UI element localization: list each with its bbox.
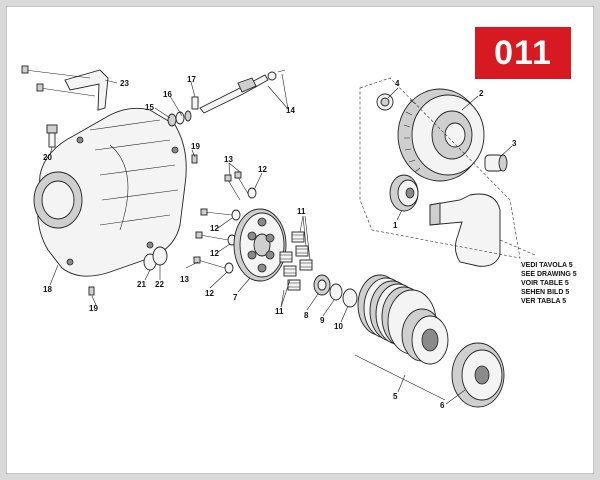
callout-5: 5	[393, 392, 398, 401]
callout-12-a: 12	[258, 165, 267, 174]
bolt-20	[46, 124, 58, 148]
callout-16: 16	[163, 90, 172, 99]
clutch-plate-pack-5	[357, 274, 449, 365]
callout-6: 6	[440, 401, 445, 410]
clutch-cover	[33, 107, 187, 277]
reference-note-line-3: VOIR TABLE 5	[521, 280, 569, 287]
reference-note-line-2: SEE DRAWING 5	[521, 271, 577, 278]
callout-12-d: 12	[205, 289, 214, 298]
reference-note-line-4: SEHEN BILD 5	[521, 289, 569, 296]
page-number-badge: 011	[475, 27, 571, 79]
callout-4: 4	[395, 79, 400, 88]
callout-9: 9	[320, 316, 325, 325]
clutch-springs-11	[279, 231, 313, 291]
callout-11-upper: 11	[297, 207, 306, 216]
callout-15: 15	[145, 103, 154, 112]
reference-group-outline	[359, 77, 521, 259]
seal-15-16	[167, 96, 199, 127]
callout-22: 22	[155, 280, 164, 289]
bracket-23	[21, 65, 109, 111]
reference-note-line-1: VEDI TAVOLA 5	[521, 262, 573, 269]
callout-18: 18	[43, 285, 52, 294]
callout-21: 21	[137, 280, 146, 289]
callout-12-c: 12	[210, 249, 219, 258]
callout-labels: 4 2 3 1 5 6 7 8 9 10 11 11 12 12 12 12 1…	[43, 75, 517, 410]
leader-lines	[49, 73, 513, 405]
crankshaft-reference	[429, 193, 536, 267]
callout-2: 2	[479, 89, 484, 98]
callout-17: 17	[187, 75, 196, 84]
callout-19-lower: 19	[89, 304, 98, 313]
callout-19-upper: 19	[191, 142, 200, 151]
callout-23: 23	[120, 79, 129, 88]
pressure-plate-7	[233, 208, 287, 282]
gasket-22	[152, 246, 168, 266]
callout-3: 3	[512, 139, 517, 148]
washer-9	[329, 283, 343, 301]
callout-13-upper: 13	[224, 155, 233, 164]
callout-14: 14	[286, 106, 295, 115]
dowel-pin-19-lower	[88, 286, 95, 296]
clutch-hub-6	[451, 342, 505, 408]
reference-note: VEDI TAVOLA 5 SEE DRAWING 5 VOIR TABLE 5…	[521, 262, 577, 305]
bearing-8	[313, 274, 331, 296]
clutch-housing-2	[397, 88, 485, 182]
dowel-pin-19-upper	[191, 154, 198, 164]
callout-12-b: 12	[210, 224, 219, 233]
washer-10	[342, 288, 358, 308]
reference-note-line-5: VER TABLA 5	[521, 298, 566, 305]
callout-20: 20	[43, 153, 52, 162]
diagram-inner-border	[6, 6, 594, 474]
callout-11-lower: 11	[275, 307, 284, 316]
primary-gear-1	[389, 174, 419, 212]
washer-4	[376, 93, 394, 111]
release-shaft-14	[199, 69, 286, 114]
callout-13-lower: 13	[180, 275, 189, 284]
callout-8: 8	[304, 311, 309, 320]
bushing-3	[484, 154, 508, 172]
callout-10: 10	[334, 322, 343, 331]
bolts-13	[193, 171, 251, 269]
callout-7: 7	[233, 293, 238, 302]
callout-1: 1	[393, 221, 398, 230]
